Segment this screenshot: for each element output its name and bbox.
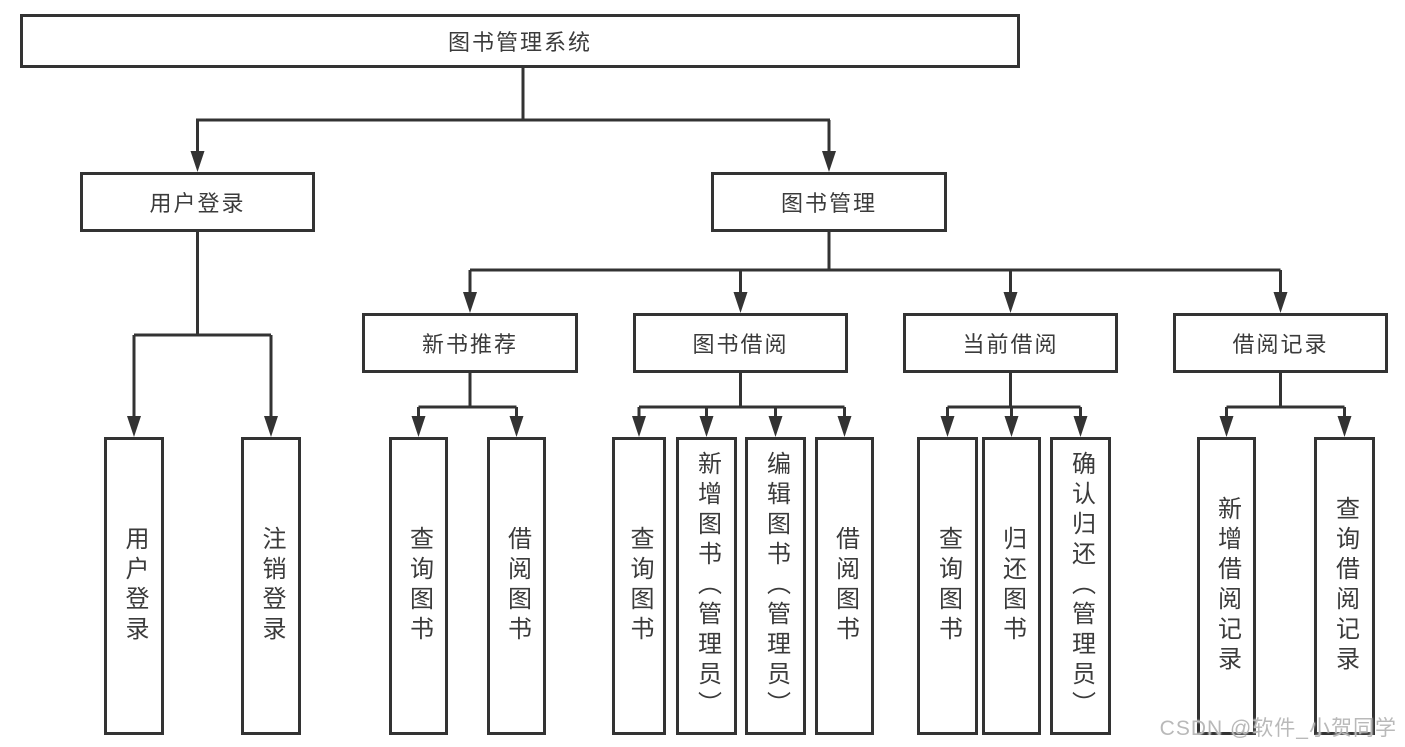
node-borrow-records-label: 借阅记录	[1232, 332, 1329, 357]
node-current-borrow: 当前借阅	[903, 313, 1118, 373]
leaf-borrow-add-books-label: 新增图书（管理员）	[693, 451, 721, 721]
arrow-current-borrow	[1003, 292, 1018, 313]
node-user-login: 用户登录	[80, 172, 315, 232]
arrow-leaf-user-login	[127, 416, 141, 437]
leaf-borrow-borrow-books: 借阅图书	[815, 437, 874, 735]
leaf-borrow-edit-books-label: 编辑图书（管理员）	[762, 451, 790, 721]
leaf-records-query-record-label: 查询借阅记录	[1331, 496, 1359, 676]
node-book-borrow-label: 图书借阅	[692, 332, 789, 357]
arrow-recommend-borrow	[509, 416, 524, 437]
arrow-book-management	[822, 151, 836, 172]
arrow-borrow-records	[1273, 292, 1288, 313]
arrow-records-query	[1337, 416, 1352, 437]
arrow-user-login	[190, 151, 205, 172]
leaf-borrow-query-books-label: 查询图书	[626, 526, 653, 646]
node-root-label: 图书管理系统	[447, 30, 592, 55]
arrow-new-book-recommend	[463, 292, 477, 313]
leaf-user-login: 用户登录	[104, 437, 164, 735]
arrow-borrow-borrow	[837, 416, 852, 437]
arrow-borrow-edit	[768, 416, 783, 437]
leaf-borrow-add-books: 新增图书（管理员）	[676, 437, 737, 735]
leaf-current-confirm-return: 确认归还（管理员）	[1050, 437, 1111, 735]
node-borrow-records: 借阅记录	[1173, 313, 1388, 373]
leaf-records-query-record: 查询借阅记录	[1314, 437, 1375, 735]
arrow-current-confirm	[1073, 416, 1088, 437]
node-book-management: 图书管理	[711, 172, 947, 232]
node-book-borrow: 图书借阅	[633, 313, 848, 373]
leaf-current-confirm-return-label: 确认归还（管理员）	[1067, 451, 1095, 721]
node-user-login-label: 用户登录	[149, 191, 246, 216]
arrow-records-add	[1219, 416, 1234, 437]
arrow-current-return	[1004, 416, 1019, 437]
leaf-recommend-borrow-books-label: 借阅图书	[503, 526, 531, 646]
leaf-current-return-books: 归还图书	[982, 437, 1041, 735]
leaf-recommend-borrow-books: 借阅图书	[487, 437, 546, 735]
watermark-text: CSDN @软件_小贺同学	[1159, 717, 1397, 740]
node-new-book-recommend-label: 新书推荐	[421, 332, 518, 357]
arrow-leaf-logout	[264, 416, 278, 437]
leaf-recommend-query-books: 查询图书	[389, 437, 448, 735]
leaf-borrow-borrow-books-label: 借阅图书	[831, 526, 859, 646]
node-root: 图书管理系统	[20, 14, 1020, 68]
node-new-book-recommend: 新书推荐	[362, 313, 578, 373]
leaf-recommend-query-books-label: 查询图书	[405, 526, 433, 646]
leaf-borrow-edit-books: 编辑图书（管理员）	[745, 437, 806, 735]
arrow-current-query	[940, 416, 955, 437]
leaf-logout-label: 注销登录	[258, 526, 285, 646]
leaf-user-login-label: 用户登录	[121, 526, 148, 646]
leaf-borrow-query-books: 查询图书	[612, 437, 666, 735]
arrow-book-borrow	[733, 292, 748, 313]
leaf-records-add-record-label: 新增借阅记录	[1213, 496, 1241, 676]
leaf-current-query-books-label: 查询图书	[934, 526, 962, 646]
leaf-records-add-record: 新增借阅记录	[1197, 437, 1256, 735]
leaf-current-query-books: 查询图书	[917, 437, 978, 735]
leaf-logout: 注销登录	[241, 437, 301, 735]
node-book-management-label: 图书管理	[780, 191, 877, 216]
node-current-borrow-label: 当前借阅	[962, 332, 1059, 357]
arrow-borrow-query	[632, 416, 646, 437]
arrow-recommend-query	[411, 416, 426, 437]
arrow-borrow-add	[699, 416, 714, 437]
leaf-current-return-books-label: 归还图书	[998, 526, 1026, 646]
